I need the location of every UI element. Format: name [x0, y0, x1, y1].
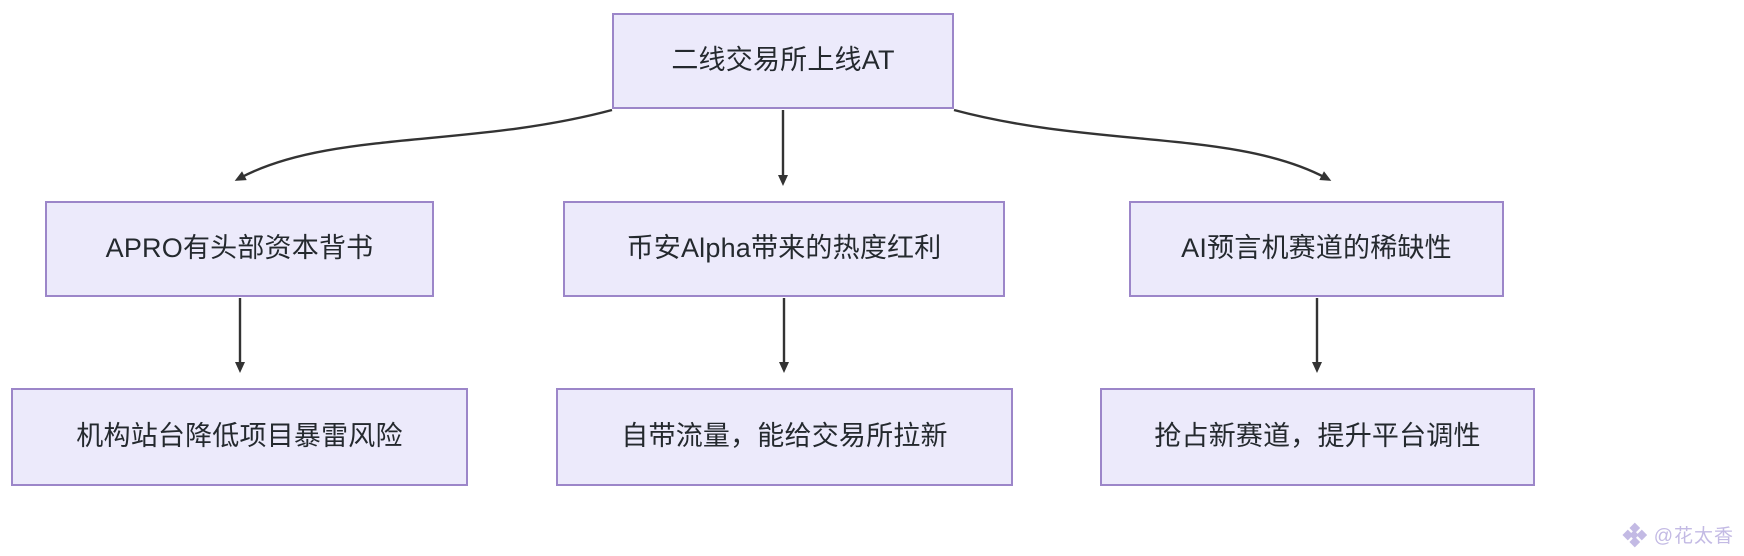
edge-root-to-mid-1	[234, 108, 613, 181]
flowchart-node-risk-reduction[interactable]: 机构站台降低项目暴雷风险	[11, 388, 468, 486]
flowchart-node-binance-alpha[interactable]: 币安Alpha带来的热度红利	[563, 201, 1005, 297]
watermark-handle: @花太香	[1653, 526, 1734, 547]
watermark: @花太香	[1621, 521, 1734, 548]
diamond-logo-icon	[1622, 522, 1647, 547]
node-label: APRO有头部资本背书	[105, 233, 374, 264]
flowchart-node-root[interactable]: 二线交易所上线AT	[612, 13, 954, 109]
node-label: 二线交易所上线AT	[671, 45, 895, 76]
flowchart-node-ai-oracle[interactable]: AI预言机赛道的稀缺性	[1129, 201, 1504, 297]
node-label: 币安Alpha带来的热度红利	[626, 233, 942, 264]
node-label: AI预言机赛道的稀缺性	[1181, 233, 1452, 264]
node-label: 机构站台降低项目暴雷风险	[76, 421, 403, 452]
flowchart-node-traffic[interactable]: 自带流量，能给交易所拉新	[556, 388, 1013, 486]
edge-root-to-mid-3	[953, 108, 1332, 181]
flowchart-node-new-track[interactable]: 抢占新赛道，提升平台调性	[1100, 388, 1535, 486]
node-label: 抢占新赛道，提升平台调性	[1154, 421, 1481, 452]
node-label: 自带流量，能给交易所拉新	[621, 421, 948, 452]
flowchart-node-apro-capital[interactable]: APRO有头部资本背书	[45, 201, 434, 297]
